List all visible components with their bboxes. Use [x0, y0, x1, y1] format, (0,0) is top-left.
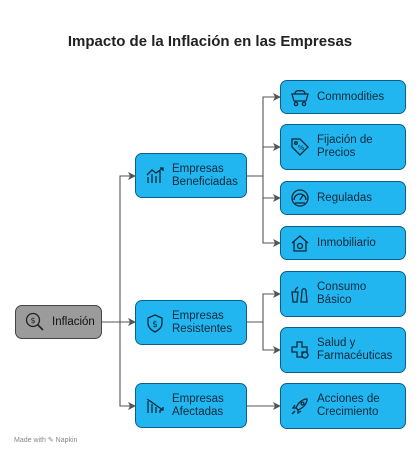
leaf-label: Salud y Farmacéuticas — [317, 337, 393, 362]
link-root-beneficiadas — [102, 172, 136, 323]
medical-cross-icon — [291, 341, 309, 359]
price-tag-icon: % — [291, 138, 309, 156]
leaf-label: Inmobiliario — [317, 236, 376, 249]
link-beneficiadas-reguladas — [262, 176, 281, 202]
category-label: Empresas Resistentes — [172, 309, 233, 335]
link-beneficiadas-inmobiliario — [262, 198, 281, 247]
link-beneficiadas-commodities — [247, 93, 281, 177]
category-node-beneficiadas[interactable]: Empresas Beneficiadas — [135, 153, 247, 198]
money-search-icon: $ — [25, 312, 44, 331]
category-node-afectadas[interactable]: Empresas Afectadas — [135, 383, 247, 428]
diagram-title: Impacto de la Inflación en las Empresas — [67, 33, 353, 50]
leaf-label: Reguladas — [317, 191, 372, 204]
link-resistentes-salud — [262, 322, 281, 354]
rocket-icon — [291, 398, 308, 415]
category-label: Empresas Afectadas — [172, 392, 224, 418]
root-node-inflacion[interactable]: $ Inflación — [15, 305, 102, 339]
mining-cart-icon — [291, 89, 309, 107]
gauge-icon — [291, 189, 309, 207]
leaf-node-acciones-de-crecimiento[interactable]: Acciones de Crecimiento — [280, 383, 406, 429]
leaf-label: Consumo Básico — [317, 281, 367, 306]
leaf-label: Acciones de Crecimiento — [317, 393, 380, 418]
svg-text:$: $ — [30, 316, 35, 325]
link-root-afectadas — [119, 322, 136, 410]
shield-icon: $ — [147, 313, 163, 333]
svg-text:%: % — [298, 144, 305, 152]
root-label: Inflación — [52, 315, 95, 328]
leaf-node-salud-y-farmaceuticas[interactable]: Salud y Farmacéuticas — [280, 327, 406, 373]
grocery-icon — [291, 286, 308, 303]
leaf-label: Fijación de Precios — [317, 134, 373, 159]
svg-text:$: $ — [152, 320, 158, 330]
category-node-resistentes[interactable]: $ Empresas Resistentes — [135, 300, 247, 345]
category-label: Empresas Beneficiadas — [172, 162, 238, 188]
decline-chart-icon — [146, 397, 164, 413]
leaf-node-fijacion-de-precios[interactable]: % Fijación de Precios — [280, 124, 406, 170]
leaf-node-consumo-basico[interactable]: Consumo Básico — [280, 271, 406, 317]
link-resistentes-consumo — [247, 290, 281, 323]
growth-chart-icon — [146, 166, 164, 183]
leaf-node-commodities[interactable]: Commodities — [280, 80, 406, 114]
leaf-node-inmobiliario[interactable]: Inmobiliario — [280, 226, 406, 260]
leaf-node-reguladas[interactable]: Reguladas — [280, 181, 406, 215]
house-icon — [291, 235, 309, 252]
footer-credit: Made with ✎ Napkin — [14, 437, 78, 444]
leaf-label: Commodities — [317, 90, 385, 103]
